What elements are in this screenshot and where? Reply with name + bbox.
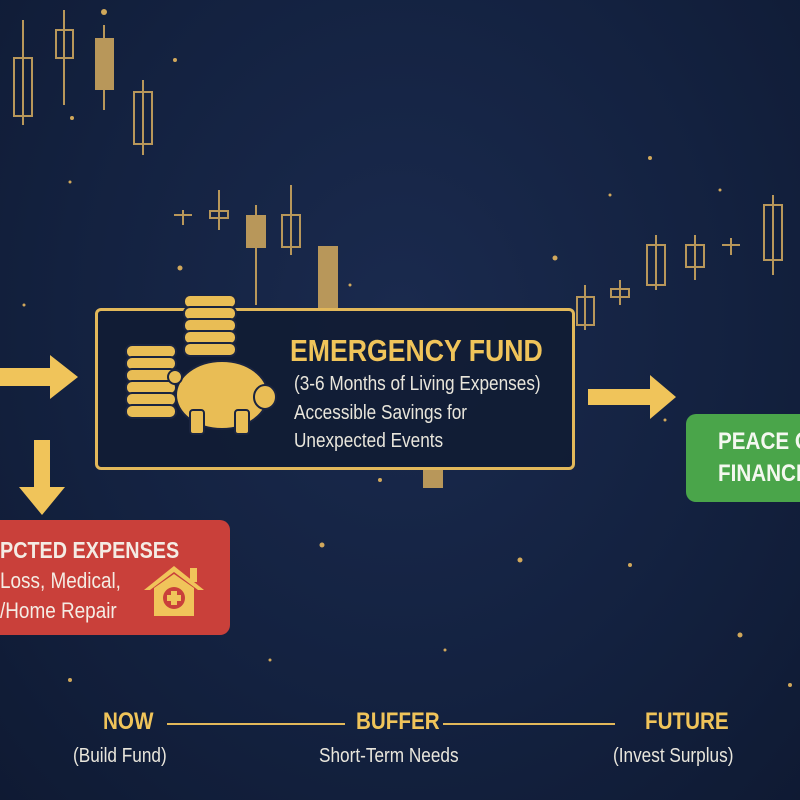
emergency-fund-title: EMERGENCY FUND: [290, 333, 543, 368]
timeline-now-sub: (Build Fund): [73, 745, 167, 767]
arrow-right-icon: [588, 375, 676, 419]
timeline-now-label: NOW: [103, 708, 154, 735]
outcome-line: PEACE O: [718, 428, 800, 455]
peace-of-mind-box: PEACE O FINANCIA: [686, 414, 800, 502]
timeline-line: [167, 723, 345, 725]
timeline-future-label: FUTURE: [645, 708, 729, 735]
main-box-line: Accessible Savings for: [294, 402, 468, 424]
emergency-fund-box: EMERGENCY FUND (3-6 Months of Living Exp…: [95, 295, 575, 470]
expenses-line: Loss, Medical,: [0, 568, 121, 593]
unexpected-expenses-box: PCTED EXPENSES Loss, Medical, /Home Repa…: [0, 520, 230, 635]
timeline-buffer-label: BUFFER: [356, 708, 440, 735]
expenses-title: PCTED EXPENSES: [0, 537, 180, 563]
main-box-line: (3-6 Months of Living Expenses): [294, 373, 541, 395]
expenses-line: /Home Repair: [0, 598, 117, 623]
outcome-line: FINANCIA: [718, 460, 800, 487]
timeline-buffer-sub: Short-Term Needs: [319, 745, 459, 767]
coins-piggy-bank-icon: [125, 295, 277, 435]
house-medical-icon: [144, 566, 204, 616]
arrow-right-icon: [0, 355, 78, 399]
timeline-future-sub: (Invest Surplus): [613, 745, 734, 767]
arrow-down-icon: [19, 440, 65, 515]
timeline-line: [443, 723, 615, 725]
main-box-line: Unexpected Events: [294, 430, 444, 452]
